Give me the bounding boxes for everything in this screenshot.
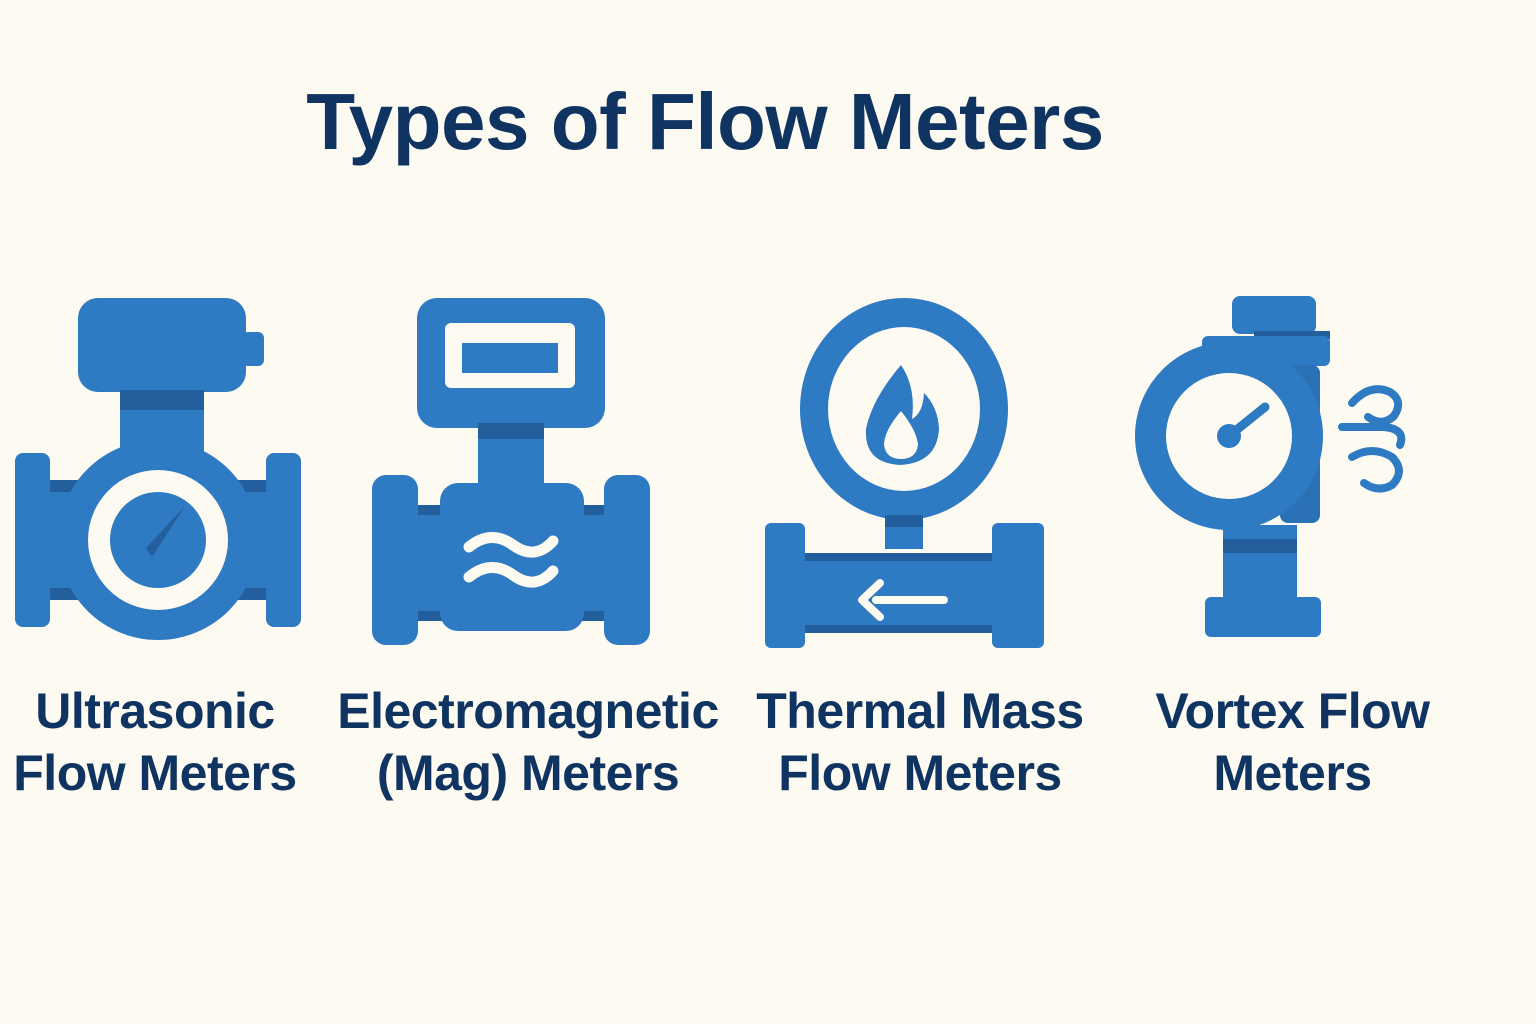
- meter-label-thermal-mass: Thermal Mass Flow Meters: [745, 680, 1095, 804]
- meter-label-line: Ultrasonic: [35, 683, 275, 739]
- meter-label-ultrasonic: Ultrasonic Flow Meters: [0, 680, 310, 804]
- meter-label-vortex: Vortex Flow Meters: [1120, 680, 1465, 804]
- thermal-mass-flow-meter-icon: [765, 298, 1044, 648]
- ultrasonic-flow-meter-icon: [15, 298, 301, 640]
- meter-label-line: Electromagnetic: [337, 683, 719, 739]
- meter-label-line: Flow Meters: [778, 745, 1062, 801]
- meter-label-electromagnetic: Electromagnetic (Mag) Meters: [322, 680, 734, 804]
- electromagnetic-meter-icon: [372, 298, 650, 645]
- vortex-flow-meter-icon: [1135, 296, 1406, 637]
- meter-label-line: Vortex Flow: [1155, 683, 1430, 739]
- page-title: Types of Flow Meters: [306, 77, 1104, 166]
- meter-label-line: Meters: [1213, 745, 1372, 801]
- meter-label-line: Thermal Mass: [756, 683, 1084, 739]
- meter-label-line: (Mag) Meters: [376, 745, 680, 801]
- meter-label-line: Flow Meters: [13, 745, 297, 801]
